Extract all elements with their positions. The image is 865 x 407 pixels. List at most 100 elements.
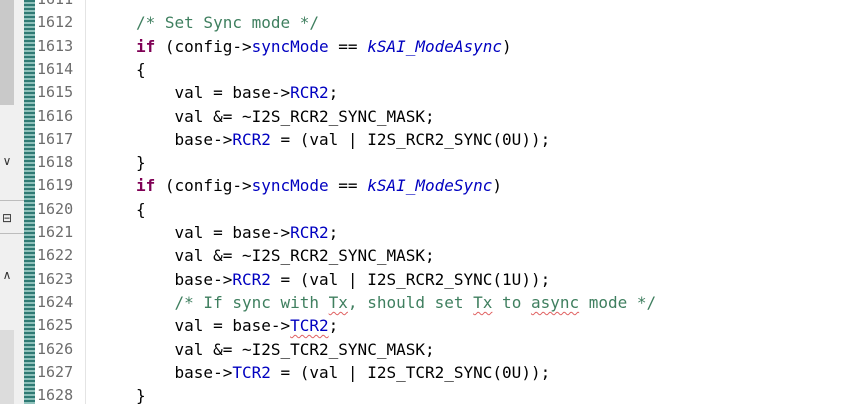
code-token: ; (328, 316, 339, 336)
indent (136, 340, 175, 359)
line-number-gutter (35, 0, 85, 404)
code-token: RCR2 (232, 129, 271, 149)
line-number: 1626 (37, 339, 74, 358)
code-text[interactable]: { (136, 198, 146, 221)
code-line[interactable]: 1628} (0, 384, 865, 407)
code-token: RCR2 (290, 83, 329, 103)
code-line[interactable]: 1622 val &= ~I2S_RCR2_SYNC_MASK; (0, 244, 865, 267)
code-line[interactable]: 1617 base->RCR2 = (val | I2S_RCR2_SYNC(0… (0, 128, 865, 151)
line-number: 1618 (37, 153, 74, 172)
gutter-divider (85, 0, 86, 404)
code-line[interactable]: 1621 val = base->RCR2; (0, 221, 865, 244)
line-number: 1614 (37, 59, 74, 78)
line-number: 1627 (37, 362, 74, 381)
code-text[interactable]: } (136, 151, 146, 174)
code-line[interactable]: 1626 val &= ~I2S_TCR2_SYNC_MASK; (0, 338, 865, 361)
code-token: Tx (473, 292, 493, 312)
side-panel-divider (0, 200, 24, 201)
code-text[interactable]: base->RCR2 = (val | I2S_RCR2_SYNC(0U)); (136, 128, 551, 151)
code-text[interactable]: val &= ~I2S_RCR2_SYNC_MASK; (136, 244, 435, 267)
side-panel-scroll-thumb[interactable] (0, 0, 14, 105)
collapse-icon[interactable]: ⊟ (1, 211, 13, 225)
side-panel-strip: ∨ ⊟ ∧ (0, 0, 24, 404)
code-token: = (val | I2S_RCR2_SYNC(0U)); (270, 129, 551, 149)
code-token: val &= ~I2S_TCR2_SYNC_MASK; (174, 339, 435, 359)
indent (136, 107, 175, 126)
code-token: to (492, 292, 531, 312)
code-line[interactable]: 1615 val = base->RCR2; (0, 81, 865, 104)
code-text[interactable]: val &= ~I2S_TCR2_SYNC_MASK; (136, 338, 435, 361)
code-token: val = base-> (174, 223, 291, 242)
code-line[interactable]: 1616 val &= ~I2S_RCR2_SYNC_MASK; (0, 105, 865, 128)
code-text[interactable]: val &= ~I2S_RCR2_SYNC_MASK; (136, 105, 435, 128)
code-line[interactable]: 1620{ (0, 198, 865, 221)
code-text[interactable]: base->RCR2 = (val | I2S_RCR2_SYNC(1U)); (136, 268, 551, 291)
indent (136, 130, 175, 149)
line-number: 1612 (37, 13, 74, 32)
code-line[interactable]: 1625 val = base->TCR2; (0, 314, 865, 337)
code-token: kSAI_ModeAsync (367, 36, 503, 56)
code-token: syncMode (251, 176, 329, 196)
code-token: == (328, 36, 368, 56)
code-line[interactable]: 1619 if (config->syncMode == kSAI_ModeSyn… (0, 174, 865, 197)
code-token: val &= ~I2S_RCR2_SYNC_MASK; (174, 246, 435, 266)
code-token: /* Set Sync mode */ (136, 13, 320, 33)
code-token: RCR2 (232, 269, 271, 289)
code-token: ) (492, 176, 503, 196)
line-number: 1624 (37, 292, 74, 311)
indent (136, 223, 175, 242)
code-line[interactable]: 1611 (0, 0, 865, 11)
code-token: if (136, 176, 156, 196)
side-panel-divider (0, 233, 24, 234)
code-text[interactable]: base->TCR2 = (val | I2S_TCR2_SYNC(0U)); (136, 361, 551, 384)
code-token: RCR2 (290, 223, 329, 242)
indent (136, 246, 175, 265)
code-token: { (136, 59, 146, 79)
code-line[interactable]: 1614 { (0, 58, 865, 81)
code-text[interactable]: val = base->RCR2; (136, 221, 339, 244)
overview-ruler (24, 0, 35, 404)
line-number: 1619 (37, 176, 74, 195)
line-number: 1625 (37, 316, 74, 335)
code-token: Tx (328, 292, 348, 312)
chevron-up-icon[interactable]: ∧ (2, 268, 12, 282)
line-number: 1617 (37, 129, 74, 148)
code-line[interactable]: 1624 /* If sync with Tx, should set Tx t… (0, 291, 865, 314)
code-token: { (136, 199, 146, 219)
indent (136, 83, 175, 102)
code-token: if (136, 36, 156, 56)
indent (136, 270, 175, 289)
code-token: base-> (174, 129, 233, 149)
code-token: (config-> (155, 36, 252, 56)
code-token: } (136, 153, 146, 173)
code-text[interactable]: if (config->syncMode == kSAI_ModeAsync) (136, 35, 512, 58)
code-token: (config-> (155, 176, 252, 196)
code-token: = (val | I2S_RCR2_SYNC(1U)); (270, 269, 551, 289)
code-line[interactable]: 1618} (0, 151, 865, 174)
code-line[interactable]: 1623 base->RCR2 = (val | I2S_RCR2_SYNC(1… (0, 268, 865, 291)
code-token: /* If sync with (174, 292, 329, 312)
indent (136, 316, 175, 335)
line-number: 1623 (37, 269, 74, 288)
code-text[interactable]: if (config->syncMode == kSAI_ModeSync) (136, 174, 502, 197)
code-text[interactable]: /* If sync with Tx, should set Tx to asy… (136, 291, 657, 314)
code-text[interactable]: } (136, 384, 146, 407)
code-token: ; (328, 223, 339, 242)
code-token: async (530, 292, 580, 312)
code-text[interactable]: val = base->RCR2; (136, 81, 339, 104)
code-token: TCR2 (232, 362, 271, 382)
code-token: base-> (174, 269, 233, 289)
code-line[interactable]: 1612 /* Set Sync mode */ (0, 11, 865, 34)
code-text[interactable]: val = base->TCR2; (136, 314, 339, 337)
line-number: 1628 (37, 386, 74, 405)
line-number: 1622 (37, 246, 74, 265)
code-line[interactable]: 1627 base->TCR2 = (val | I2S_TCR2_SYNC(0… (0, 361, 865, 384)
code-token: syncMode (251, 36, 329, 56)
chevron-down-icon[interactable]: ∨ (2, 154, 12, 168)
code-token: val &= ~I2S_RCR2_SYNC_MASK; (174, 106, 435, 126)
code-text[interactable]: { (136, 58, 146, 81)
code-text[interactable]: /* Set Sync mode */ (136, 11, 319, 34)
line-number: 1611 (37, 0, 73, 11)
